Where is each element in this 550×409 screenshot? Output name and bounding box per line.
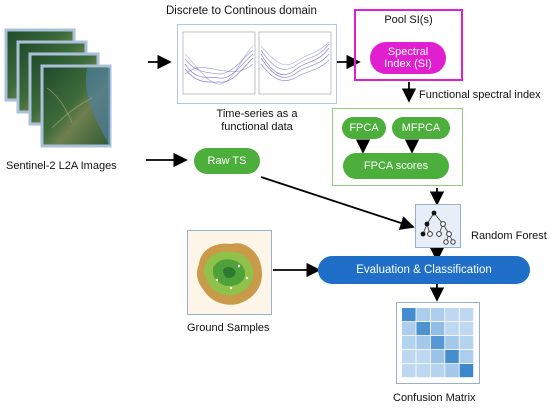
confusion-matrix-cell — [402, 350, 416, 364]
sentinel-label: Sentinel-2 L2A Images — [6, 160, 117, 172]
pool-si-label: Pool SI(s) — [384, 14, 433, 26]
confusion-matrix-cell — [459, 308, 474, 322]
confusion-matrix-cell — [430, 308, 445, 322]
confusion-matrix-cell — [416, 350, 430, 364]
random-forest-label: Random Forest — [471, 230, 547, 242]
confusion-matrix-cell — [402, 322, 416, 336]
arrow-rawts-to-rf — [260, 176, 415, 230]
confusion-matrix-cell — [445, 308, 459, 322]
confusion-matrix-cell — [430, 322, 445, 336]
confusion-matrix-cell — [430, 336, 445, 350]
confusion-matrix-cell — [459, 350, 474, 364]
confusion-matrix-cell — [430, 364, 445, 378]
confusion-matrix-grid — [396, 302, 480, 384]
ground-samples-map — [187, 230, 272, 315]
fpca-scores-node: FPCA scores — [343, 153, 449, 179]
confusion-matrix-cell — [459, 364, 474, 378]
discrete-to-continuous-label: Discrete to Continous domain — [166, 5, 317, 17]
spectral-index-node: Spectral Index (SI) — [370, 42, 446, 74]
confusion-matrix-cell — [416, 364, 430, 378]
mfpca-node: MFPCA — [392, 117, 450, 139]
fpca-node: FPCA — [342, 117, 386, 139]
sentinel-images-stack — [4, 28, 112, 148]
functional-data-plots — [177, 24, 337, 104]
confusion-matrix-cell — [402, 336, 416, 350]
confusion-matrix-label: Confusion Matrix — [393, 392, 476, 404]
confusion-matrix-cell — [459, 322, 474, 336]
ground-samples-label: Ground Samples — [187, 322, 270, 334]
random-forest-icon — [415, 204, 461, 248]
evaluation-classification-node: Evaluation & Classification — [318, 256, 530, 284]
confusion-matrix-cell — [445, 336, 459, 350]
timeseries-plot-right — [258, 31, 332, 95]
confusion-matrix-cell — [402, 364, 416, 378]
fpca-group-box — [332, 108, 463, 186]
confusion-matrix-cell — [445, 322, 459, 336]
pool-si-box — [354, 9, 463, 81]
confusion-matrix-cell — [416, 336, 430, 350]
functional-spectral-index-label: Functional spectral index — [419, 89, 541, 101]
confusion-matrix-cell — [459, 336, 474, 350]
confusion-matrix-cell — [416, 322, 430, 336]
confusion-matrix-cell — [402, 308, 416, 322]
confusion-matrix-cell — [445, 350, 459, 364]
confusion-matrix-cell — [430, 350, 445, 364]
confusion-matrix-cell — [416, 308, 430, 322]
confusion-matrix-cell — [445, 364, 459, 378]
raw-ts-node: Raw TS — [194, 148, 260, 174]
timeseries-plot-left — [182, 31, 256, 95]
timeseries-label: Time-series as a functional data — [216, 108, 298, 133]
